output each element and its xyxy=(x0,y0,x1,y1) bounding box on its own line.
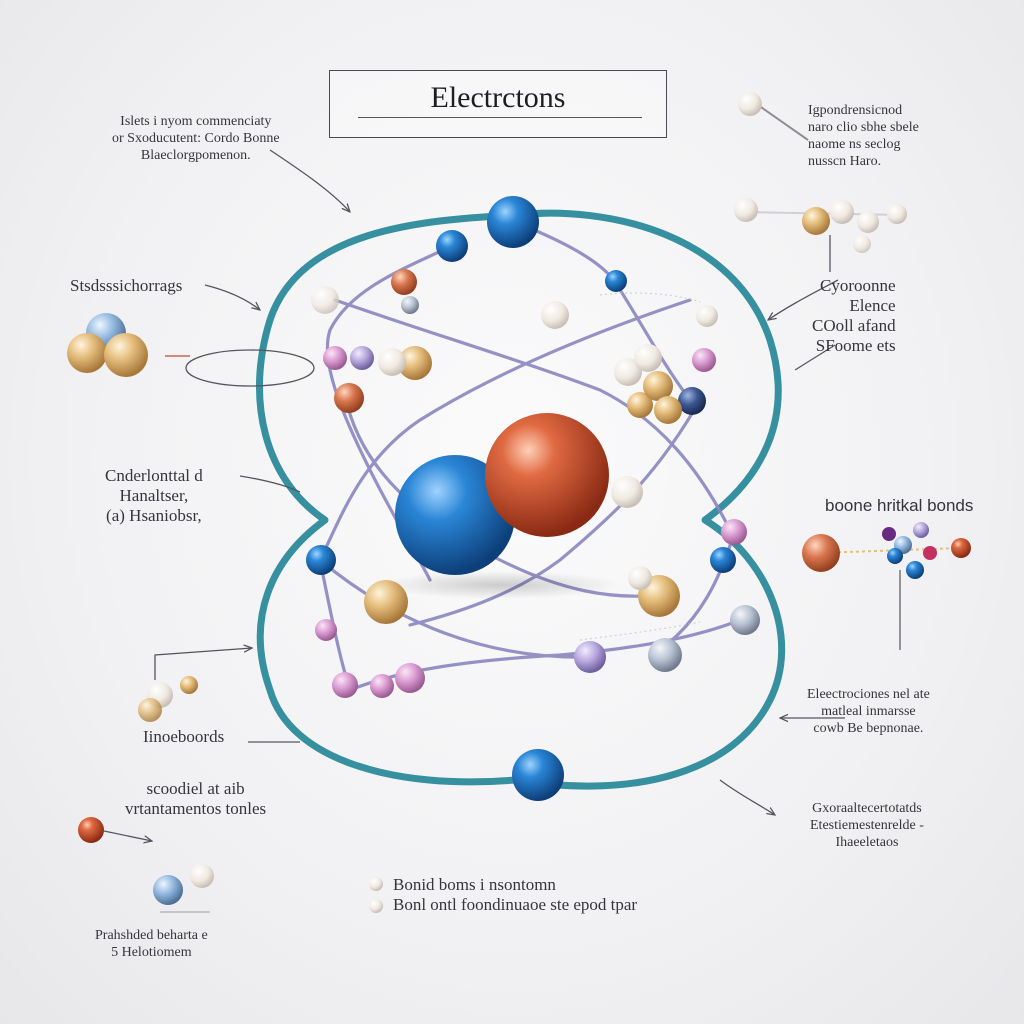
molecule-cluster-left xyxy=(67,313,315,387)
electron-small xyxy=(605,270,627,292)
label-right: boone hritkal bonds xyxy=(825,496,974,515)
label-upper-right: Cyoroonne Elence COoll afand SFoome ets xyxy=(812,276,896,355)
label-top-left: Islets i nyom commenciaty or Sxoducutent… xyxy=(112,114,280,163)
electron-small xyxy=(436,230,468,262)
label-bottom-far-left: Prahshded beharta e 5 Helotiomem xyxy=(95,928,208,960)
label-bottom-right: Gxoraaltecertotatds Etestiemestenrelde -… xyxy=(810,801,924,850)
label-lower-right: Eleectrociones nel ate matleal inmarsse … xyxy=(807,687,930,736)
label-mid-left: Cnderlonttal d Hanaltser, (a) Hsaniobsr, xyxy=(105,466,203,525)
electron-bottom xyxy=(512,749,564,801)
nucleus-shadow xyxy=(380,571,620,599)
label-top-right: Igpondrensicnod naro clio sbhe sbele nao… xyxy=(808,103,919,169)
electron-top xyxy=(487,196,539,248)
molecule-fragments-lower-left xyxy=(78,676,383,913)
molecule-cluster-top-right xyxy=(734,92,907,253)
bond-paths xyxy=(318,220,742,693)
nucleus-blue-sphere xyxy=(395,455,515,575)
bond-spheres xyxy=(311,269,760,698)
title-box: Electrctons xyxy=(329,70,667,138)
label-lower-left: Iinoeboords xyxy=(143,727,225,746)
title-underline xyxy=(358,117,642,118)
label-bottom-left: scoodiel at aib vrtantamentos tonles xyxy=(125,779,267,818)
electron-small xyxy=(710,547,736,573)
molecule-chain-right xyxy=(802,522,971,650)
label-bottom-center: Bonid boms i nsontomn Bonl ontl foondinu… xyxy=(393,875,638,914)
electron-small xyxy=(678,387,706,415)
annotation-arrows xyxy=(154,149,845,815)
electron-small xyxy=(306,545,336,575)
label-side-left: Stsdsssichorrags xyxy=(70,276,183,295)
page-title: Electrctons xyxy=(430,81,566,114)
faint-chains xyxy=(579,292,701,641)
nucleus-red-sphere xyxy=(485,413,609,537)
